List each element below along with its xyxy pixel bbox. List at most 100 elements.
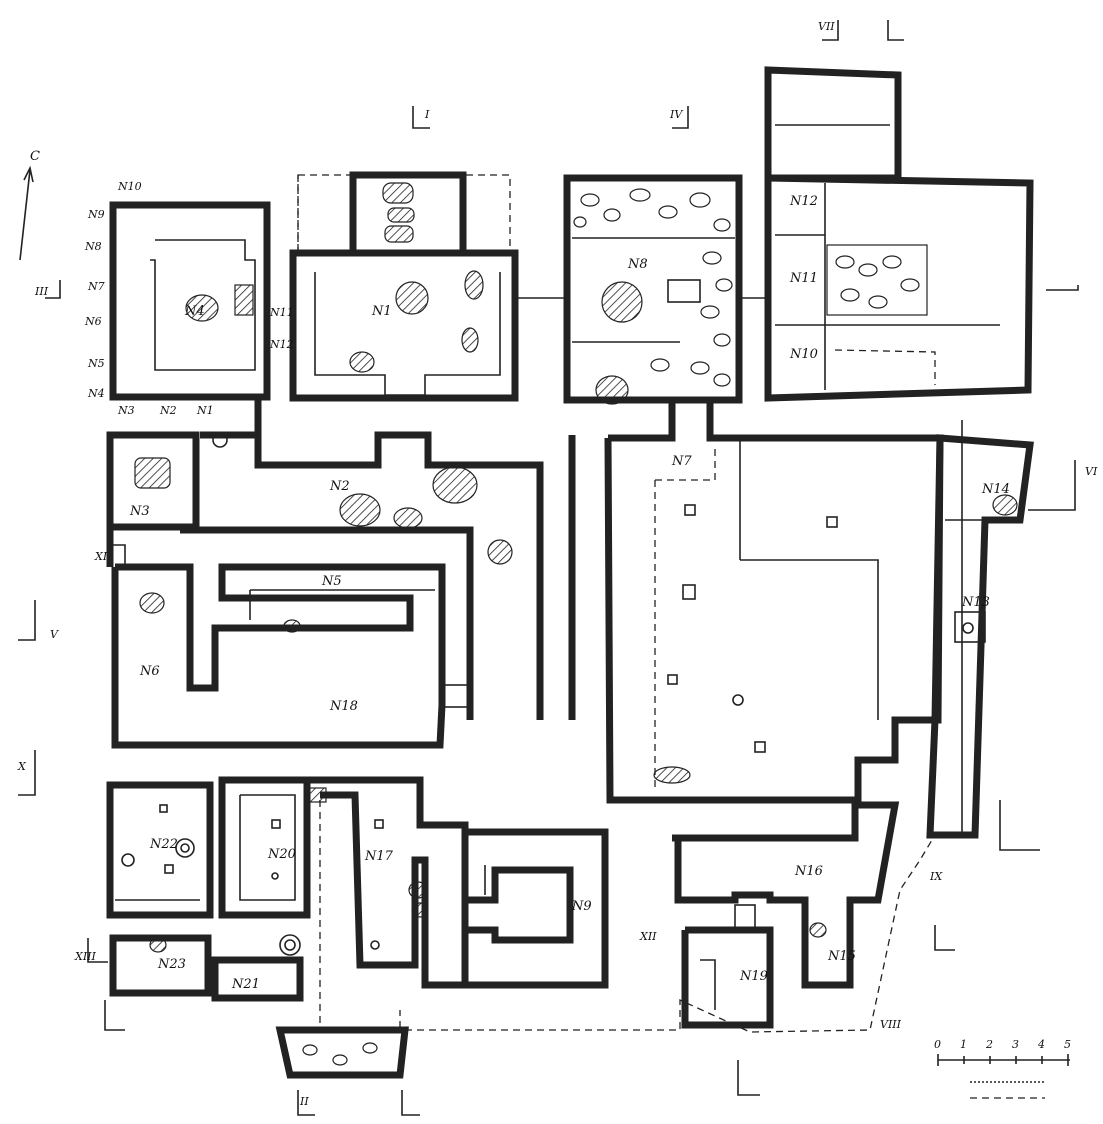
pit-n15: [809, 922, 827, 938]
pit-n1-g: [461, 327, 479, 353]
altar-n8: [667, 279, 701, 303]
section-label-vii: VII: [818, 20, 835, 33]
room-label-n14: N14: [981, 482, 1010, 497]
room-n23-walls: [109, 934, 212, 997]
trench-south: [275, 1026, 409, 1079]
pit-n1-d: [395, 281, 429, 315]
wall-label-1: N9: [87, 208, 105, 221]
pit-n1-e: [349, 351, 375, 373]
pit-n2-c: [393, 507, 423, 529]
room-n13-n14-walls: [926, 420, 1034, 839]
room-label-n7: N7: [671, 454, 692, 469]
room-n9-walls: [461, 828, 609, 989]
hearth-n4: [234, 284, 254, 316]
wall-label-9: N1: [196, 404, 214, 417]
room-label-n6: N6: [139, 664, 160, 679]
pit-n6: [139, 592, 165, 614]
pit-n8-a: [601, 281, 643, 323]
room-n17-walls: [310, 776, 469, 1031]
section-label-i: I: [424, 108, 430, 121]
section-label-ii: II: [299, 1095, 309, 1108]
pit-n8-b: [595, 375, 629, 405]
section-label-iv: IV: [669, 108, 683, 121]
wall-label-4: N6: [84, 315, 102, 328]
room-label-n4: N4: [184, 304, 205, 319]
room-label-n23: N23: [157, 957, 186, 972]
room-n22-walls: [106, 781, 214, 919]
wall-label-5: N5: [87, 357, 105, 370]
pit-n1-f: [464, 270, 484, 300]
room-n4-walls: [109, 201, 271, 401]
pit-n1-b: [387, 207, 415, 223]
section-label-viii: VIII: [880, 1018, 902, 1031]
scale-tick-5: 5: [1064, 1038, 1071, 1051]
room-label-n13: N13: [961, 595, 990, 610]
room-label-n1: N1: [371, 304, 392, 319]
section-label-vi: VI: [1085, 465, 1098, 478]
pit-n5: [283, 619, 301, 633]
north-arrow-icon: [19, 165, 34, 261]
section-label-xii: XII: [639, 930, 657, 943]
room-n5-n6-n18-walls: [111, 563, 469, 749]
scale-tick-1: 1: [960, 1038, 967, 1051]
section-label-xi: XI: [94, 550, 108, 563]
room-n15-n16-n19-walls: [672, 801, 900, 1029]
stone-fill-n11: [835, 255, 920, 309]
room-label-n17: N17: [364, 849, 394, 864]
wall-label-10: N11: [269, 306, 294, 319]
section-label-iii: III: [34, 285, 49, 298]
scale-tick-0: 0: [934, 1038, 941, 1051]
wall-label-7: N3: [117, 404, 135, 417]
wall-label-8: N2: [159, 404, 177, 417]
wall-label-11: N12: [269, 338, 294, 351]
pit-n2-d: [487, 539, 513, 565]
wall-label-3: N7: [87, 280, 105, 293]
room-label-n19: N19: [739, 969, 768, 984]
room-label-n11: N11: [789, 271, 818, 286]
room-label-n15: N15: [827, 949, 856, 964]
pit-n17-a: [408, 881, 428, 899]
room-n8-walls: [515, 174, 767, 404]
pit-n1-a: [382, 182, 414, 204]
room-label-n2: N2: [329, 479, 350, 494]
section-label-ix: IX: [929, 870, 943, 883]
pit-n4: [185, 294, 219, 322]
scale-tick-4: 4: [1037, 1038, 1045, 1051]
scale-bar: [937, 1054, 1070, 1066]
section-label-xiii: XIII: [74, 950, 97, 963]
room-label-n21: N21: [231, 977, 260, 992]
room-label-n20: N20: [267, 847, 296, 862]
room-n21-walls: [211, 934, 304, 1002]
section-label-v: V: [50, 628, 59, 641]
scale-tick-2: 2: [985, 1038, 993, 1051]
section-markers: [18, 20, 1079, 1116]
stone-pavement-n8: [573, 188, 733, 387]
room-label-n5: N5: [321, 574, 342, 589]
room-label-n10: N10: [789, 347, 818, 362]
room-label-n16: N16: [794, 864, 823, 879]
section-label-x: X: [17, 760, 27, 773]
room-n3-walls: [106, 431, 228, 531]
stone-pavement-n11: [826, 244, 928, 316]
room-n2-walls: [106, 400, 576, 720]
room-label-n3: N3: [129, 504, 150, 519]
room-label-n12: N12: [789, 194, 818, 209]
room-n20-walls: [218, 776, 311, 919]
north-label: С: [30, 149, 40, 164]
pit-n14: [992, 494, 1018, 516]
scale-tick-3: 3: [1012, 1038, 1019, 1051]
room-label-n18: N18: [329, 699, 358, 714]
pit-n7: [653, 766, 691, 784]
pit-n2-b: [432, 466, 478, 504]
room-label-n22: N22: [149, 837, 178, 852]
room-n10-n12-walls: [764, 66, 1034, 402]
room-label-n9: N9: [571, 899, 592, 914]
wall-label-6: N4: [87, 387, 105, 400]
room-n7-walls: [604, 396, 944, 804]
labels-layer: N1N2N3N4N5N6N7N8N9N10N11N12N13N14N15N16N…: [17, 20, 1098, 1108]
pit-n17-c: [307, 787, 327, 803]
wall-label-0: N10: [117, 180, 142, 193]
pit-n17-b: [411, 902, 429, 918]
wall-label-2: N8: [84, 240, 102, 253]
